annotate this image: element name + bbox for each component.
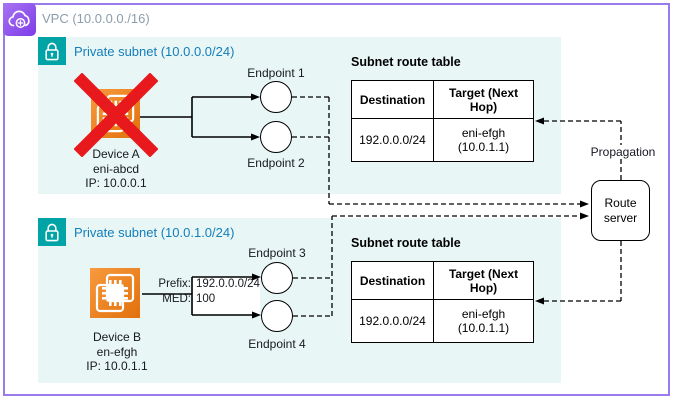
route-table-1-title: Subnet route table [351,55,461,69]
med-value: 100 [196,293,216,305]
header-target: Target (Next Hop) [434,262,533,300]
cell-destination: 192.0.0.0/24 [352,119,434,161]
header-destination: Destination [352,262,434,300]
route-server-node: Route server [591,180,650,241]
device-b-ip: IP: 10.0.1.1 [86,359,148,373]
endpoint-2-node [260,121,292,153]
device-a-label: Device A eni-abcd IP: 10.0.0.1 [61,147,171,191]
endpoint-2-label: Endpoint 2 [247,156,305,170]
device-a-ip: IP: 10.0.0.1 [85,176,147,190]
cell-target: eni-efgh (10.0.1.1) [457,126,510,154]
route-table-2-title: Subnet route table [351,236,461,250]
route-table-2-grid: Destination Target (Next Hop) 192.0.0.0/… [351,261,534,343]
route-table-1: Subnet route table Destination Target (N… [351,55,534,162]
device-a-eni: eni-abcd [92,161,140,176]
propagation-label: Propagation [586,145,660,159]
endpoint-1-label: Endpoint 1 [247,66,305,80]
header-target: Target (Next Hop) [434,81,533,119]
subnet-label-1: Private subnet (10.0.0.0/24) [74,44,235,59]
prefix-value: 192.0.0.0/24 [196,278,260,290]
header-destination: Destination [352,81,434,119]
device-b-eni: en-efgh [96,344,138,359]
vpc-label: VPC (10.0.0.0./16) [42,11,150,26]
device-b-icon [90,268,140,318]
route-table-1-grid: Destination Target (Next Hop) 192.0.0.0/… [351,80,534,162]
prefix-label: Prefix: [158,278,191,290]
cell-destination: 192.0.0.0/24 [352,300,434,342]
endpoint-4-label: Endpoint 4 [248,337,306,351]
subnet-label-2: Private subnet (10.0.1.0/24) [74,225,235,240]
lock-icon [38,218,66,246]
med-label: MED: [162,293,191,305]
vpc-cloud-icon [3,3,36,36]
failure-x-icon [74,73,158,157]
cell-target: eni-efgh (10.0.1.1) [457,307,510,335]
endpoint-1-node [260,81,292,113]
route-table-2: Subnet route table Destination Target (N… [351,236,534,343]
device-a-name: Device A [92,147,140,161]
endpoint-3-label: Endpoint 3 [248,246,306,260]
endpoint-3-node [261,262,293,294]
device-b-label: Device B en-efgh IP: 10.0.1.1 [62,330,172,374]
endpoint-4-node [261,300,293,332]
lock-icon [38,37,66,65]
device-b-name: Device B [92,330,142,344]
